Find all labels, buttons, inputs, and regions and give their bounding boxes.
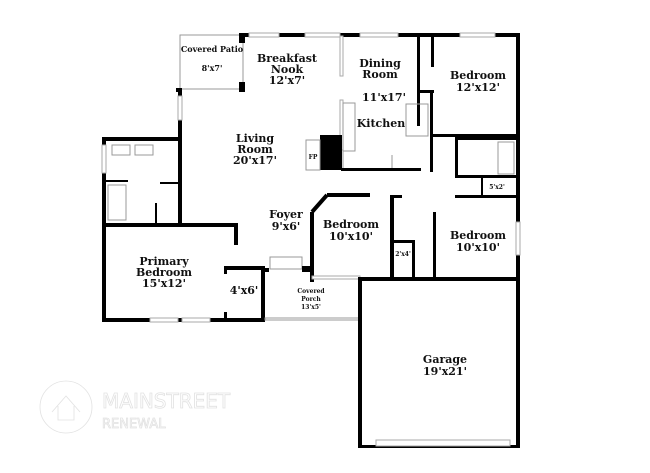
breakfast-nook-label-2: Nook	[271, 63, 304, 76]
living-room-size: 20'x17'	[233, 154, 277, 167]
breakfast-nook-size: 12'x7'	[269, 74, 305, 87]
bedroom-se-size: 10'x10'	[456, 241, 500, 254]
svg-text:MAINSTREET: MAINSTREET	[102, 389, 231, 413]
foyer-label: Foyer	[269, 208, 303, 221]
dining-room-size: 11'x17'	[362, 91, 406, 104]
dining-room-label-1: Dining	[359, 57, 401, 70]
walls	[101, 32, 521, 448]
bedroom-mid-size: 10'x10'	[329, 230, 373, 243]
garage-size: 19'x21'	[423, 365, 467, 378]
covered-porch-size: 13'x5'	[301, 304, 321, 311]
covered-patio-size: 8'x7'	[202, 63, 223, 73]
covered-porch-label-2: Porch	[301, 296, 321, 303]
dining-room-label-2: Room	[362, 68, 398, 81]
room-labels: Covered Patio 8'x7' Breakfast Nook 12'x7…	[136, 44, 506, 378]
bedroom-ne-label: Bedroom	[450, 69, 506, 82]
covered-porch-label-1: Covered	[297, 288, 325, 295]
bedroom-mid-label: Bedroom	[323, 218, 379, 231]
garage-label: Garage	[423, 353, 467, 366]
living-room-label-2: Room	[237, 143, 273, 156]
primary-bedroom-label-1: Primary	[139, 255, 189, 268]
closet-2x4-size: 2'x4'	[395, 251, 411, 258]
foyer-size: 9'x6'	[272, 220, 301, 233]
bedroom-se-label: Bedroom	[450, 229, 506, 242]
fireplace-label: FP	[309, 154, 318, 161]
closet-5x2-size: 5'x2'	[489, 184, 505, 191]
primary-bedroom-size: 15'x12'	[142, 277, 186, 290]
svg-text:RENEWAL: RENEWAL	[102, 417, 166, 432]
bedroom-ne-size: 12'x12'	[456, 81, 500, 94]
kitchen-label: Kitchen	[357, 117, 406, 130]
covered-patio-label: Covered Patio	[181, 44, 244, 54]
watermark-logo: MAINSTREET RENEWAL	[39, 380, 231, 434]
living-room-label-1: Living	[236, 132, 274, 145]
primary-bedroom-label-2: Bedroom	[136, 266, 192, 279]
breakfast-nook-label-1: Breakfast	[257, 52, 318, 65]
closet-4x6-size: 4'x6'	[230, 284, 259, 297]
